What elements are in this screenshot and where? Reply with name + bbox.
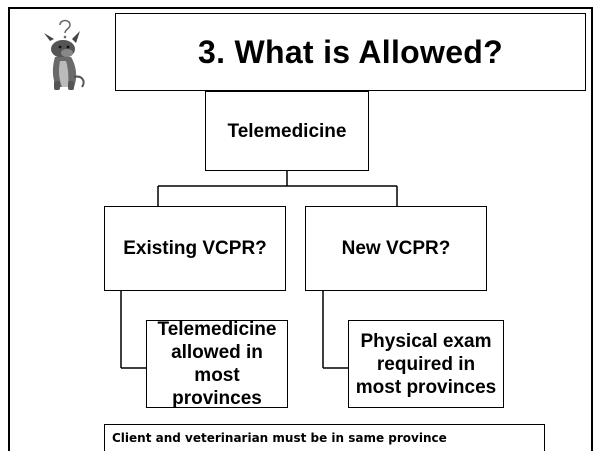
right-outcome-line-3: most provinces <box>355 376 497 398</box>
footer-note: Client and veterinarian must be in same … <box>112 431 447 445</box>
dog-with-question-mark-icon <box>44 19 85 90</box>
node-left-outcome: Telemedicine allowed in most provinces <box>146 319 288 409</box>
left-outcome-line-3: provinces <box>172 388 262 409</box>
node-existing-vcpr-label: Existing VCPR? <box>123 238 267 259</box>
node-new-vcpr: New VCPR? <box>305 206 487 291</box>
slide-frame-right <box>591 7 593 451</box>
left-outcome-line-1: Telemedicine <box>157 319 277 340</box>
right-outcome-line-1: Physical exam <box>360 330 492 352</box>
slide-title: 3. What is Allowed? <box>198 33 503 70</box>
slide-frame-top <box>8 7 593 9</box>
node-existing-vcpr: Existing VCPR? <box>104 206 286 291</box>
title-box: 3. What is Allowed? <box>115 13 586 91</box>
node-root-label: Telemedicine <box>227 120 347 142</box>
node-new-vcpr-label: New VCPR? <box>341 238 451 259</box>
node-right-outcome: Physical exam required in most provinces <box>348 320 504 408</box>
left-outcome-line-2: allowed in most <box>171 342 263 386</box>
right-outcome-line-2: required in <box>376 353 476 375</box>
slide-frame-left <box>8 7 10 451</box>
node-root: Telemedicine <box>205 91 369 171</box>
footer-note-box: Client and veterinarian must be in same … <box>104 424 545 451</box>
